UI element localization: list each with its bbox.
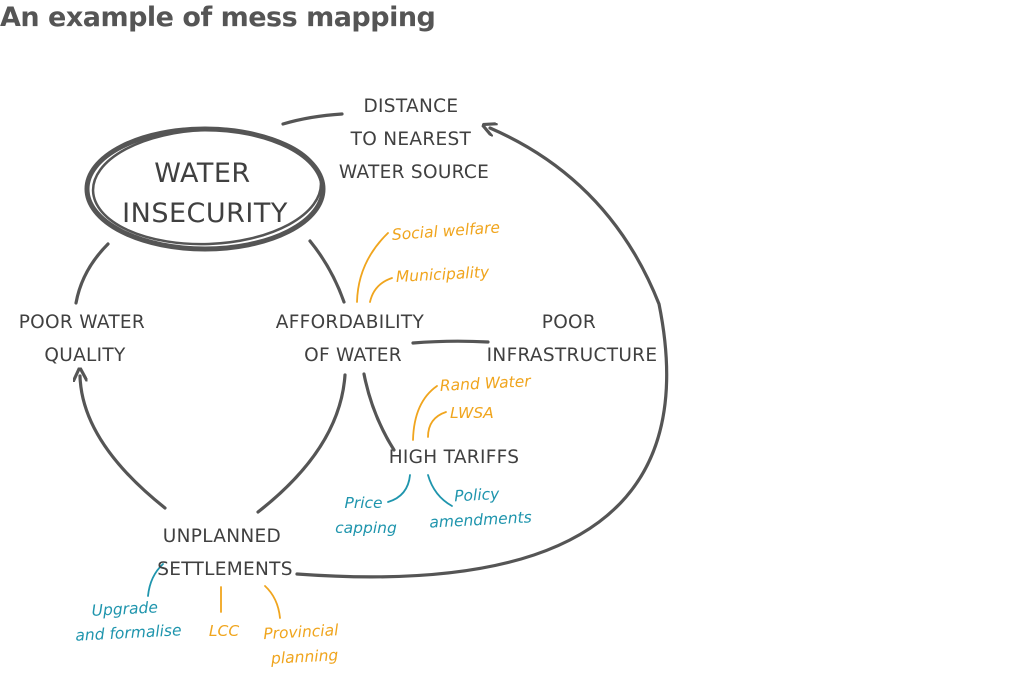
node-poor-infrastructure: POOR INFRASTRUCTURE: [487, 312, 658, 366]
connector-affordability-to-high-tariffs: [362, 372, 396, 452]
diagram-title: An example of mess mapping: [0, 2, 436, 33]
note-provincial-planning: Provincial planning: [263, 621, 345, 668]
note-upgrade-formalise: Upgrade and formalise: [74, 597, 182, 645]
node-poor-water-quality: POOR WATER QUALITY: [19, 312, 152, 366]
node-high-tariffs: HIGH TARIFFS: [389, 447, 520, 468]
connector-affordability-to-settlements: [256, 373, 347, 514]
note-policy-amendments: Policy amendments: [428, 483, 533, 531]
leader-provincial-planning: [264, 585, 281, 619]
connector-insecurity-to-distance: [281, 112, 344, 126]
leader-lwsa: [427, 411, 447, 438]
connector-affordability-to-infrastructure: [411, 339, 490, 345]
connector-insecurity-to-poor-quality: [74, 242, 110, 305]
leader-social-welfare: [356, 232, 389, 303]
node-unplanned-settlements: UNPLANNED SETTLEMENTS: [157, 526, 293, 580]
leader-policy-amendments: [427, 474, 453, 507]
leader-municipality: [369, 277, 393, 303]
node-distance: DISTANCE TO NEAREST WATER SOURCE: [339, 96, 489, 183]
leader-upgrade-formalise: [147, 563, 164, 597]
leader-price-capping: [387, 474, 411, 503]
note-lwsa: LWSA: [450, 404, 494, 422]
note-rand-water: Rand Water: [439, 372, 532, 395]
node-water-insecurity: WATER INSECURITY: [122, 158, 288, 229]
note-social-welfare: Social welfare: [391, 218, 500, 244]
note-lcc: LCC: [209, 622, 239, 640]
connector-insecurity-to-affordability: [308, 239, 346, 304]
note-price-capping: Price capping: [335, 494, 397, 537]
leader-rand-water: [412, 385, 438, 441]
arrow-settlements-to-poor-quality: [80, 376, 167, 510]
water-insecurity-ellipse: [84, 126, 326, 252]
node-affordability: AFFORDABILITY OF WATER: [276, 312, 431, 366]
note-municipality: Municipality: [395, 263, 490, 286]
arrow-settlements-to-distance: [295, 128, 669, 579]
